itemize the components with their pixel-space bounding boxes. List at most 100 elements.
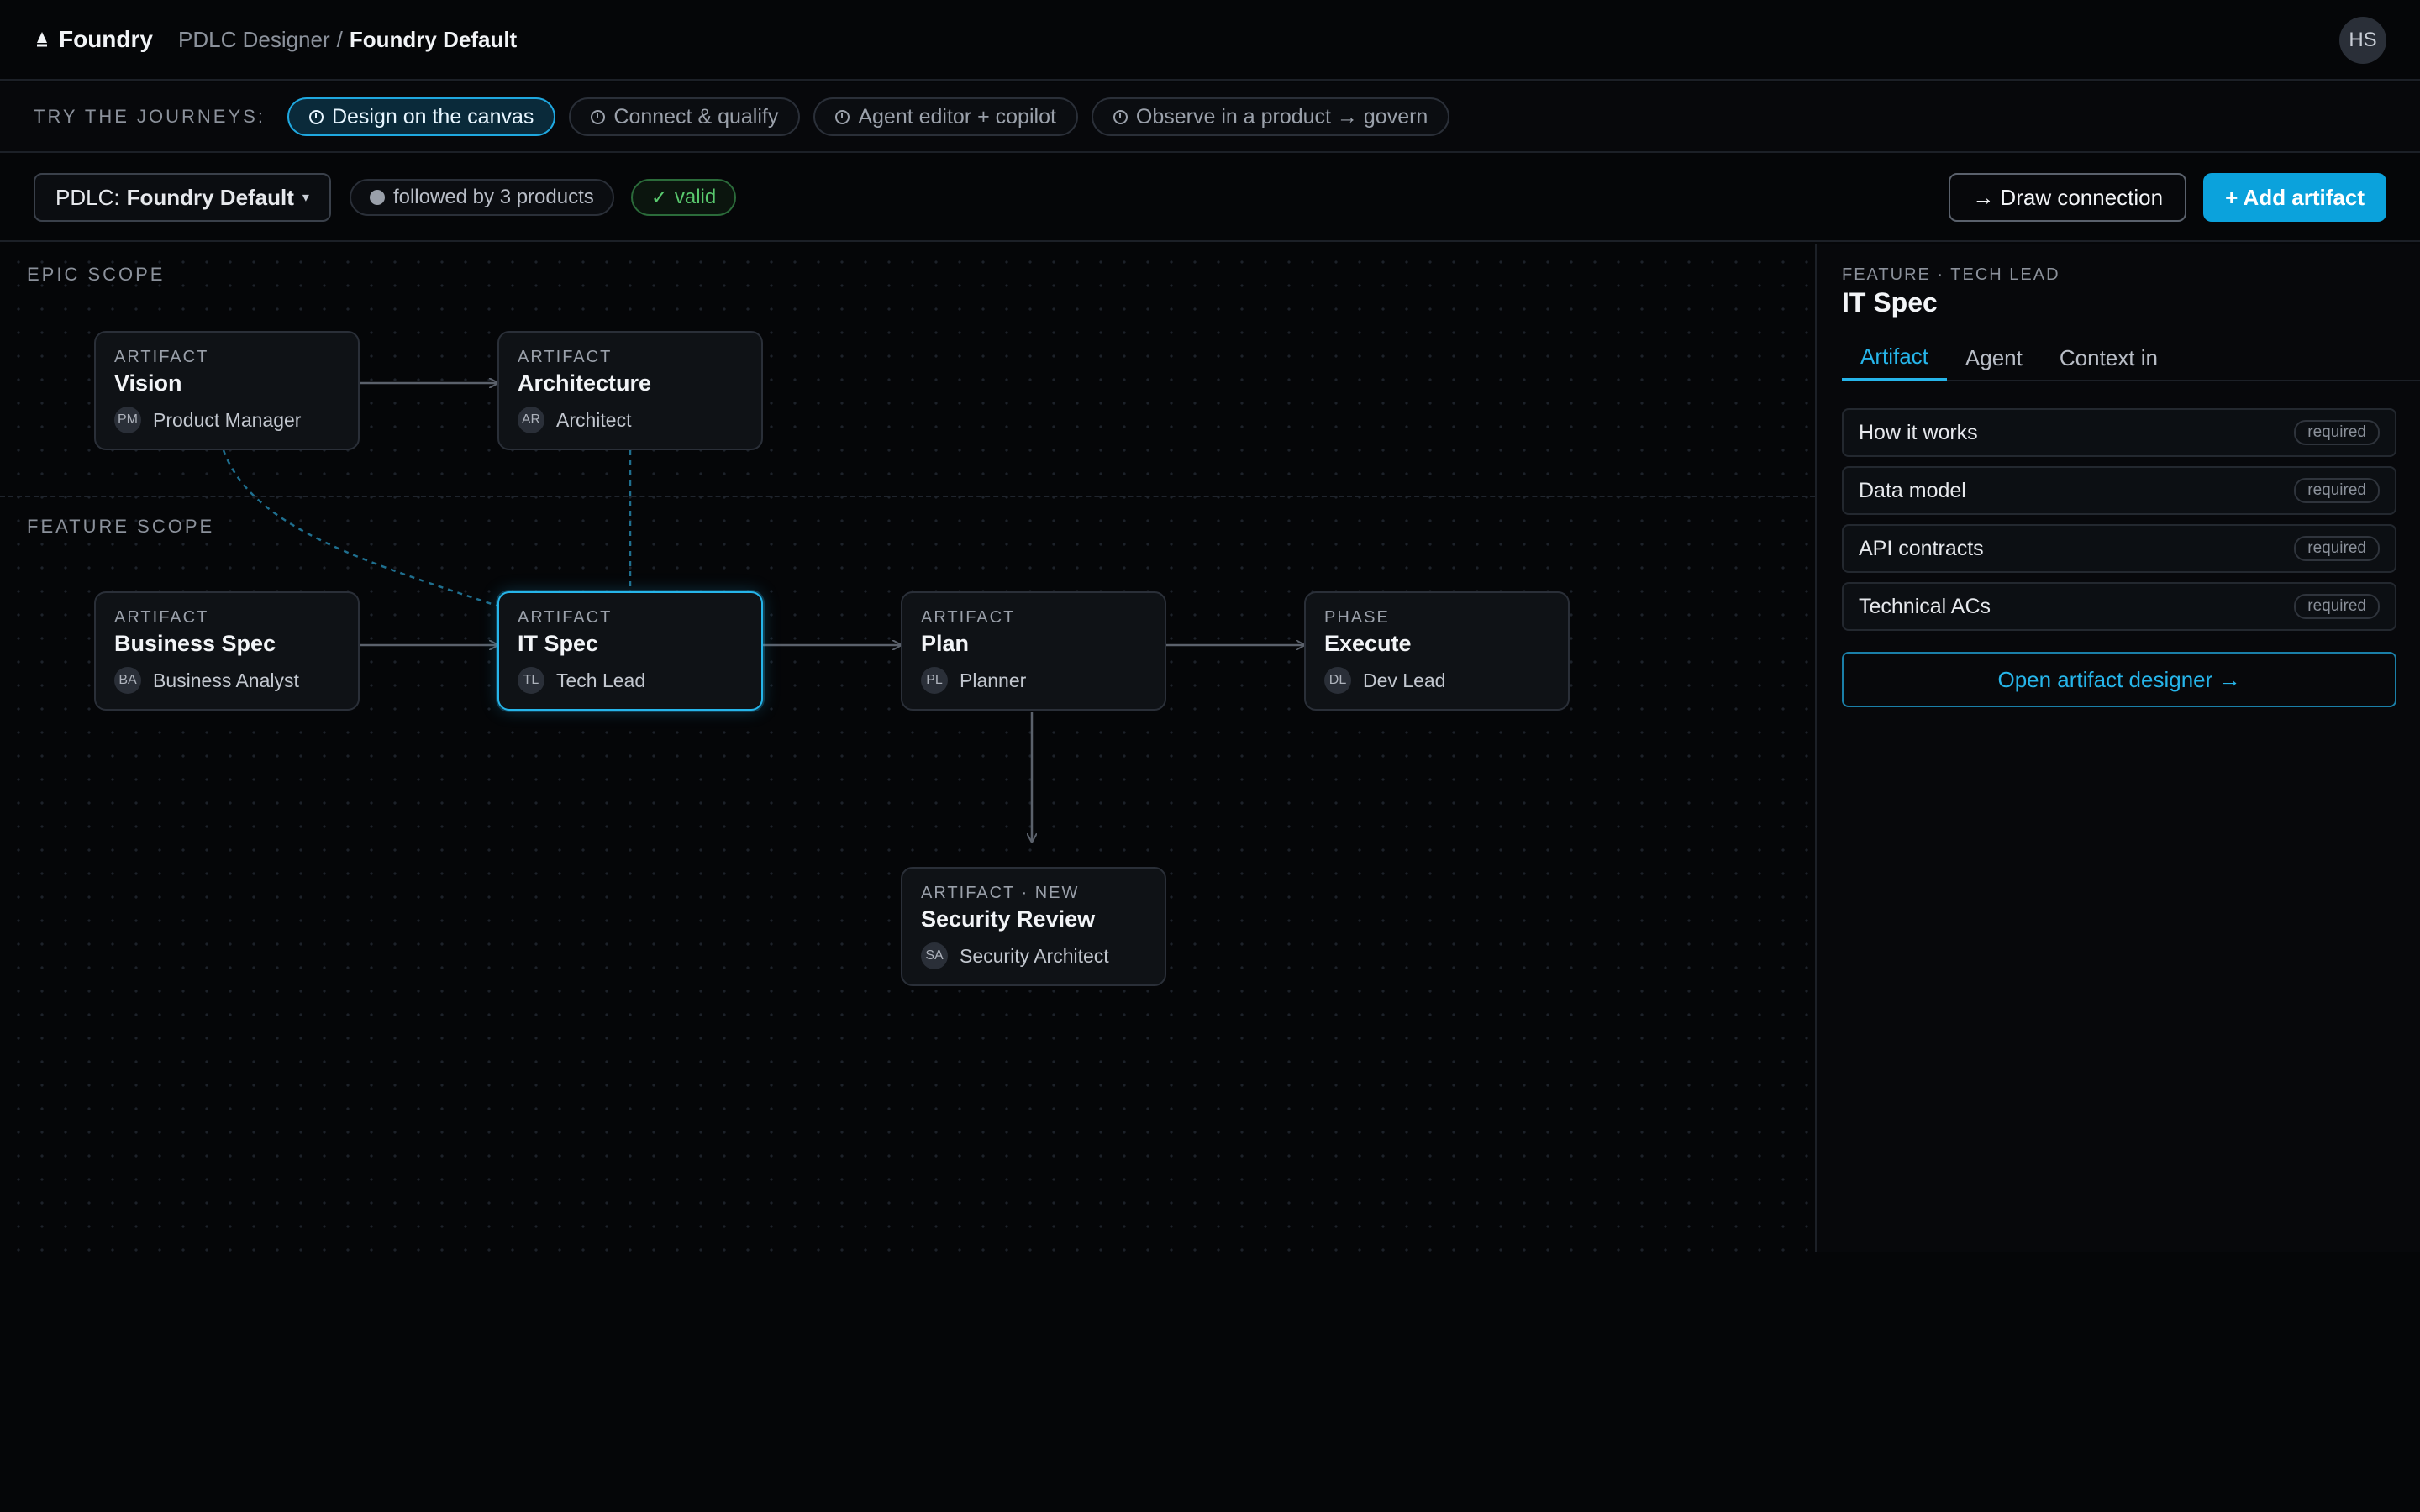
pdlc-prefix: PDLC: [55,184,120,210]
owner-avatar: BA [114,667,141,694]
node-kind: ARTIFACT · NEW [921,884,1080,902]
node-title: Business Spec [114,631,276,656]
artifact-sections-list: How it works required Data model require… [1842,408,2396,640]
node-owner: DL Dev Lead [1324,667,1549,694]
node-title: Execute [1324,631,1412,656]
section-label: How it works [1859,420,1978,444]
user-avatar[interactable]: HS [2339,17,2386,64]
owner-role: Business Analyst [153,669,299,691]
breadcrumb-current: Foundry Default [349,26,518,52]
add-artifact-button[interactable]: + Add artifact [2203,173,2386,222]
breadcrumb-parent[interactable]: PDLC Designer [178,26,330,52]
section-api-contracts[interactable]: API contracts required [1842,524,2396,573]
journey-agent-editor[interactable]: Agent editor + copilot [813,97,1078,136]
node-execute[interactable]: PHASE Execute DL Dev Lead [1304,591,1570,711]
tab-artifact[interactable]: Artifact [1842,334,1947,381]
owner-avatar: AR [518,407,544,433]
node-vision[interactable]: ARTIFACT Vision PM Product Manager [94,331,360,450]
node-owner: TL Tech Lead [518,667,743,694]
section-how-it-works[interactable]: How it works required [1842,408,2396,457]
connection-layer [222,244,1815,1252]
tab-agent[interactable]: Agent [1965,344,2023,370]
node-owner: PL Planner [921,667,1146,694]
owner-avatar: SA [921,942,948,969]
required-badge: required [2294,478,2380,503]
foundry-logo-icon [37,32,47,47]
valid-badge: ✓ valid [630,179,737,216]
section-data-model[interactable]: Data model required [1842,466,2396,515]
scope-divider [0,496,1815,497]
node-owner: PM Product Manager [114,407,339,433]
node-title: Security Review [921,906,1096,932]
top-bar: Foundry PDLC Designer/Foundry Default HS [0,0,2420,81]
node-owner: SA Security Architect [921,942,1146,969]
node-kind: PHASE [1324,608,1390,627]
journeys-bar: TRY THE JOURNEYS: Design on the canvas C… [0,82,2420,153]
brand-name: Foundry [59,26,153,52]
owner-avatar: TL [518,667,544,694]
followed-by-badge: followed by 3 products [349,179,614,216]
journey-observe-govern[interactable]: Observe in a product → govern [1091,97,1450,136]
required-badge: required [2294,536,2380,561]
designer-toolbar: PDLC: Foundry Default ▾ followed by 3 pr… [0,155,2420,242]
node-kind: ARTIFACT [114,348,209,366]
owner-role: Planner [960,669,1027,691]
inspector-panel: FEATURE · TECH LEAD IT Spec Artifact Age… [1815,244,2420,1252]
owner-role: Architect [556,408,632,431]
journey-indicator-icon [308,109,324,124]
node-owner: AR Architect [518,407,743,433]
node-business-spec[interactable]: ARTIFACT Business Spec BA Business Analy… [94,591,360,711]
section-label: Data model [1859,478,1966,502]
owner-avatar: PL [921,667,948,694]
node-kind: ARTIFACT [518,608,613,627]
node-owner: BA Business Analyst [114,667,339,694]
edge-context-vision-itspec[interactable] [222,449,500,608]
owner-avatar: DL [1324,667,1351,694]
valid-label: valid [674,186,717,208]
pdlc-name: Foundry Default [126,184,294,210]
node-kind: ARTIFACT [921,608,1016,627]
epic-scope-label: EPIC SCOPE [27,264,166,285]
node-it-spec[interactable]: ARTIFACT IT Spec TL Tech Lead [497,591,763,711]
journey-indicator-icon [591,109,606,124]
node-kind: ARTIFACT [114,608,209,627]
chevron-down-icon: ▾ [302,191,309,205]
panel-title: IT Spec [1842,287,1938,318]
required-badge: required [2294,420,2380,445]
tab-context-in[interactable]: Context in [2059,344,2158,370]
journey-label: Observe in a product → govern [1135,104,1428,129]
node-architecture[interactable]: ARTIFACT Architecture AR Architect [497,331,763,450]
owner-role: Dev Lead [1363,669,1446,691]
check-icon: ✓ [650,186,668,209]
followed-label: followed by 3 products [392,186,594,208]
pdlc-selector[interactable]: PDLC: Foundry Default ▾ [34,173,331,222]
section-label: API contracts [1859,536,1984,560]
draw-connection-button[interactable]: → Draw connection [1949,173,2187,222]
owner-avatar: PM [114,407,141,433]
journey-label: Connect & qualify [613,104,779,129]
section-technical-acs[interactable]: Technical ACs required [1842,582,2396,631]
dot-icon [369,190,385,205]
node-security-review[interactable]: ARTIFACT · NEW Security Review SA Securi… [901,867,1166,986]
owner-role: Product Manager [153,408,302,431]
journey-indicator-icon [835,109,850,124]
journeys-label: TRY THE JOURNEYS: [34,106,266,127]
panel-context: FEATURE · TECH LEAD [1842,265,2060,284]
node-title: IT Spec [518,631,599,656]
open-artifact-designer-button[interactable]: Open artifact designer → [1842,652,2396,707]
node-title: Vision [114,370,182,396]
node-title: Architecture [518,370,652,396]
pdlc-canvas[interactable]: EPIC SCOPE FEATURE SCOPE ARTIFACT Vision… [0,244,1815,1252]
breadcrumb: PDLC Designer/Foundry Default [178,27,517,53]
brand-logo[interactable]: Foundry [34,26,153,53]
feature-scope-label: FEATURE SCOPE [27,516,215,537]
panel-tabs: Artifact Agent Context in [1842,334,2420,381]
owner-role: Tech Lead [556,669,646,691]
journey-design-on-canvas[interactable]: Design on the canvas [287,97,556,136]
journey-label: Agent editor + copilot [858,104,1056,129]
breadcrumb-separator: / [336,26,343,52]
journey-label: Design on the canvas [331,104,534,129]
owner-role: Security Architect [960,944,1109,967]
journey-connect-qualify[interactable]: Connect & qualify [569,97,801,136]
node-plan[interactable]: ARTIFACT Plan PL Planner [901,591,1166,711]
